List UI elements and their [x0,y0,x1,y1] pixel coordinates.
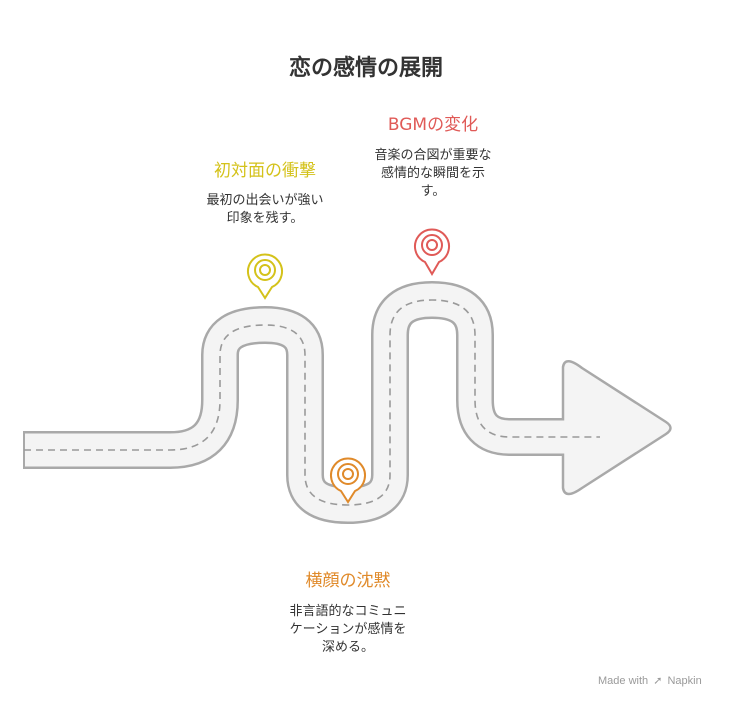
milestone-profile-silence-title: 横顔の沈黙 [305,571,391,591]
desc-line: ケーションが感情を [289,622,407,637]
desc-line: す。 [420,184,446,199]
milestone-bgm-change-desc: 音楽の合図が重要な 感情的な瞬間を示 す。 [343,147,523,201]
road-center-line [24,299,600,506]
made-with-label: Made with [598,675,649,687]
milestone-first-meeting-desc: 最初の出会いが強い 印象を残す。 [175,192,355,228]
desc-line: 非言語的なコミュニ [289,604,407,619]
road-surface [24,283,605,522]
desc-line: 印象を残す。 [226,211,304,226]
desc-line: 深める。 [321,640,374,655]
made-with-napkin-badge[interactable]: Made with ➚ Napkin [598,674,702,687]
marker-bgm-change-icon [414,228,450,276]
desc-line: 音楽の合図が重要な [374,148,492,163]
arrow-head-outline [561,360,672,496]
napkin-logo-icon: ➚ [653,675,663,687]
milestone-bgm-change-title: BGMの変化 [387,115,479,135]
marker-first-meeting-icon [247,253,283,300]
milestone-profile-silence-desc: 非言語的なコミュニ ケーションが感情を 深める。 [258,603,438,657]
marker-profile-silence-icon [330,457,366,504]
desc-line: 最初の出会いが強い [206,193,324,208]
arrow-head-fill [566,422,600,452]
brand-name: Napkin [667,675,702,687]
desc-line: 感情的な瞬間を示 [380,166,485,181]
page-title: 恋の感情の展開 [288,56,443,81]
milestone-first-meeting-title: 初対面の衝撃 [214,161,316,181]
